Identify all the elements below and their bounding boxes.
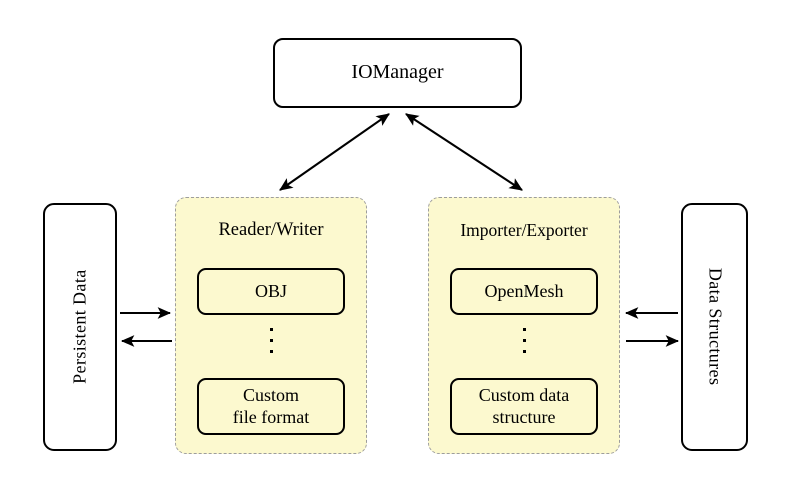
node-data-structures-label: Data Structures [705,268,726,386]
dot-icon [269,339,273,342]
dot-icon [522,339,526,342]
node-data-structures[interactable]: Data Structures [681,203,748,451]
edge-io-to-reader-writer [279,113,390,191]
node-io-manager-label: IOManager [351,61,444,84]
node-custom-file-format[interactable]: Custom file format [197,378,345,435]
node-custom-file-format-label: Custom file format [232,384,310,427]
dot-icon [269,328,273,331]
node-obj-label: OBJ [254,280,287,301]
dot-icon [522,328,526,331]
group-reader-writer[interactable]: Reader/Writer OBJ Custom file format [175,197,367,454]
node-custom-data-structure[interactable]: Custom data structure [450,378,598,435]
node-custom-data-structure-label: Custom data structure [478,384,570,427]
node-persistent-data[interactable]: Persistent Data [43,203,117,451]
group-importer-exporter[interactable]: Importer/Exporter OpenMesh Custom data s… [428,197,620,454]
dot-icon [269,350,273,353]
ellipsis-reader-writer [176,328,366,353]
node-openmesh[interactable]: OpenMesh [450,268,598,315]
node-openmesh-label: OpenMesh [484,280,564,301]
node-obj[interactable]: OBJ [197,268,345,315]
ellipsis-importer-exporter [429,328,619,353]
edge-io-to-importer-exporter [405,113,523,191]
dot-icon [522,350,526,353]
node-io-manager[interactable]: IOManager [273,38,522,108]
group-importer-exporter-title: Importer/Exporter [460,220,588,240]
node-persistent-data-label: Persistent Data [69,269,90,385]
group-reader-writer-title: Reader/Writer [218,220,324,240]
